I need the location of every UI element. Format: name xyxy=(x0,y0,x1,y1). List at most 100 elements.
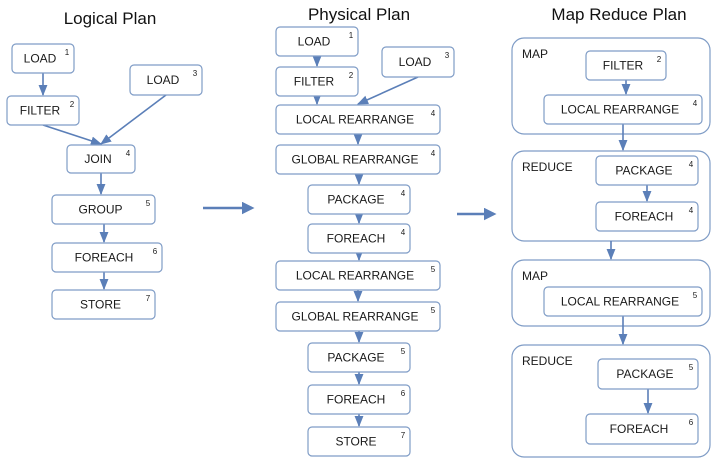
node-box xyxy=(543,94,703,125)
node-step-number: 4 xyxy=(431,149,436,158)
plan-node-local-rearrange: LOCAL REARRANGE 4 xyxy=(275,104,441,135)
node-step-number: 4 xyxy=(431,109,436,118)
node-step-number: 2 xyxy=(657,55,662,64)
plan-node-local-rearrange: LOCAL REARRANGE 5 xyxy=(275,260,441,291)
node-label: FOREACH xyxy=(75,251,134,265)
node-label: LOAD xyxy=(298,35,331,49)
node-label: LOCAL REARRANGE xyxy=(296,269,414,283)
plan-node-foreach: FOREACH 4 xyxy=(307,223,411,254)
node-box xyxy=(129,64,203,96)
node-step-number: 6 xyxy=(689,418,694,427)
node-label: FILTER xyxy=(294,75,335,89)
node-label: PACKAGE xyxy=(616,367,673,381)
node-box xyxy=(585,413,699,445)
node-step-number: 4 xyxy=(126,149,131,158)
connector-arrow xyxy=(356,76,419,105)
plan-node-package: PACKAGE 4 xyxy=(307,184,411,215)
node-box xyxy=(51,242,163,273)
node-step-number: 5 xyxy=(401,347,406,356)
node-step-number: 2 xyxy=(349,71,354,80)
connectors xyxy=(38,55,653,428)
node-box xyxy=(51,194,156,225)
node-step-number: 1 xyxy=(65,48,70,57)
node-label: LOCAL REARRANGE xyxy=(296,113,414,127)
node-step-number: 7 xyxy=(146,294,151,303)
node-box xyxy=(11,43,75,74)
node-box xyxy=(595,155,699,186)
stage-label: REDUCE xyxy=(522,160,573,174)
node-box xyxy=(275,144,441,175)
node-step-number: 1 xyxy=(349,31,354,40)
plan-node-load: LOAD 1 xyxy=(275,26,359,57)
node-step-number: 2 xyxy=(70,100,75,109)
node-label: GROUP xyxy=(78,203,122,217)
node-step-number: 5 xyxy=(431,306,436,315)
node-step-number: 3 xyxy=(445,51,450,60)
plan-node-join: JOIN 4 xyxy=(66,144,136,174)
node-label: PACKAGE xyxy=(327,193,384,207)
node-step-number: 4 xyxy=(401,189,406,198)
node-step-number: 3 xyxy=(193,69,198,78)
plan-node-group: GROUP 5 xyxy=(51,194,156,225)
node-box xyxy=(51,289,156,320)
node-label: GLOBAL REARRANGE xyxy=(292,310,419,324)
node-step-number: 6 xyxy=(153,247,158,256)
node-box xyxy=(597,358,699,390)
connector-arrow xyxy=(100,94,167,145)
node-box xyxy=(275,26,359,57)
node-label: STORE xyxy=(335,435,376,449)
connector-arrow xyxy=(42,124,103,146)
node-box xyxy=(307,223,411,254)
node-label: LOAD xyxy=(399,55,432,69)
physical-plan-title: Physical Plan xyxy=(308,5,410,24)
node-box xyxy=(307,384,411,415)
node-step-number: 5 xyxy=(146,199,151,208)
node-label: FILTER xyxy=(603,59,644,73)
node-box xyxy=(275,260,441,291)
node-box xyxy=(585,50,667,81)
node-box xyxy=(6,95,80,126)
node-step-number: 5 xyxy=(689,363,694,372)
node-label: FOREACH xyxy=(327,393,386,407)
node-box xyxy=(543,286,703,317)
plan-node-global-rearrange: GLOBAL REARRANGE 5 xyxy=(275,301,441,332)
node-box xyxy=(307,426,411,457)
plan-node-foreach: FOREACH 6 xyxy=(307,384,411,415)
plan-node-load: LOAD 3 xyxy=(129,64,203,96)
node-step-number: 5 xyxy=(693,291,698,300)
node-label: JOIN xyxy=(84,152,111,166)
node-step-number: 4 xyxy=(693,99,698,108)
node-step-number: 5 xyxy=(431,265,436,274)
plan-node-filter: FILTER 2 xyxy=(275,66,359,97)
node-box xyxy=(66,144,136,174)
node-box xyxy=(275,104,441,135)
node-step-number: 4 xyxy=(689,206,694,215)
node-box xyxy=(381,46,455,78)
logical-plan-title: Logical Plan xyxy=(64,9,157,28)
plan-node-foreach: FOREACH 6 xyxy=(51,242,163,273)
node-label: FOREACH xyxy=(327,232,386,246)
plan-node-filter: FILTER 2 xyxy=(585,50,667,81)
node-label: LOCAL REARRANGE xyxy=(561,295,679,309)
node-step-number: 6 xyxy=(401,389,406,398)
mapreduce-plan-title: Map Reduce Plan xyxy=(551,5,686,24)
node-label: GLOBAL REARRANGE xyxy=(292,153,419,167)
node-label: PACKAGE xyxy=(327,351,384,365)
stage-label: MAP xyxy=(522,269,548,283)
node-box xyxy=(307,184,411,215)
node-label: LOCAL REARRANGE xyxy=(561,103,679,117)
node-step-number: 4 xyxy=(401,228,406,237)
node-label: PACKAGE xyxy=(615,164,672,178)
node-box xyxy=(595,201,699,232)
plan-node-local-rearrange: LOCAL REARRANGE 5 xyxy=(543,286,703,317)
plan-node-global-rearrange: GLOBAL REARRANGE 4 xyxy=(275,144,441,175)
node-label: LOAD xyxy=(147,73,180,87)
